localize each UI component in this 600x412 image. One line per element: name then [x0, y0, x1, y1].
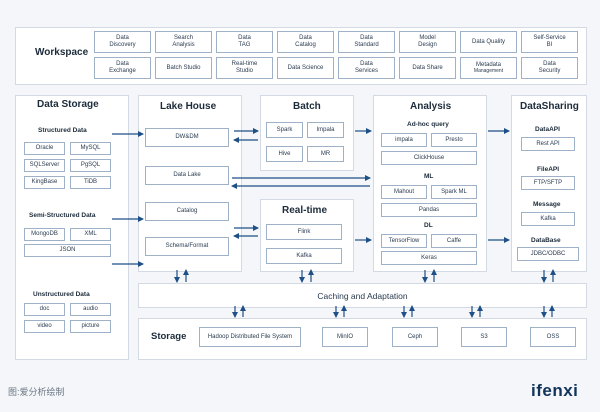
adhoc-impala: impala	[381, 133, 427, 147]
ml-title: ML	[424, 173, 434, 180]
database-title: DataBase	[531, 237, 561, 244]
unstructured-item: video	[24, 320, 65, 333]
realtime-title: Real-time	[282, 205, 328, 216]
structured-item: SQLServer	[24, 159, 65, 172]
workspace-tile: Batch Studio	[155, 57, 212, 79]
storage-s3: S3	[461, 327, 507, 347]
structured-item: PgSQL	[70, 159, 111, 172]
storage-oss: OSS	[530, 327, 576, 347]
unstructured-data-title: Unstructured Data	[33, 291, 90, 298]
semi-item: XML	[70, 228, 111, 241]
structured-data-title: Structured Data	[38, 127, 87, 134]
lake-house-catalog: Catalog	[145, 202, 229, 221]
message-title: Message	[533, 201, 561, 208]
ifenxi-logo: ifenxi	[531, 381, 579, 400]
adhoc-presto: Presto	[431, 133, 477, 147]
batch-spark: Spark	[266, 122, 303, 138]
workspace-title: Workspace	[35, 47, 89, 58]
footer-caption: 图:爱分析绘制	[8, 387, 65, 397]
dl-title: DL	[424, 222, 433, 229]
structured-item: MySQL	[70, 142, 111, 155]
storage-title: Storage	[151, 331, 187, 342]
analysis-title: Analysis	[410, 101, 452, 112]
datasharing-title: DataSharing	[520, 101, 579, 112]
lake-house-title: Lake House	[160, 101, 217, 112]
unstructured-item: picture	[70, 320, 111, 333]
unstructured-item: audio	[70, 303, 111, 316]
semi-item: MongoDB	[24, 228, 65, 241]
workspace-tile: Data Share	[399, 57, 456, 79]
data-storage-title: Data Storage	[37, 99, 99, 110]
storage-hdfs: Hadoop Distributed File System	[199, 327, 301, 347]
ml-mahout: Mahout	[381, 185, 427, 199]
structured-item: TiDB	[70, 176, 111, 189]
realtime-kafka: Kafka	[266, 248, 342, 264]
adhoc-clickhouse: ClickHouse	[381, 151, 477, 165]
lake-house-schema-format: Schema/Format	[145, 237, 229, 256]
adhoc-query-title: Ad-hoc query	[407, 121, 449, 128]
dl-keras: Keras	[381, 251, 477, 265]
fileapi-title: FileAPI	[537, 166, 560, 173]
database-jdbc-odbc: JDBC/ODBC	[517, 247, 579, 261]
ml-spark-ml: Spark ML	[431, 185, 477, 199]
semi-item: JSON	[24, 244, 111, 257]
dl-caffe: Caffe	[431, 234, 477, 248]
caching-panel: Caching and Adaptation	[138, 283, 587, 308]
caching-label: Caching and Adaptation	[317, 290, 408, 301]
fileapi-ftp: FTP/SFTP	[521, 176, 575, 190]
structured-item: KingBase	[24, 176, 65, 189]
storage-minio: MinIO	[322, 327, 368, 347]
unstructured-item: doc	[24, 303, 65, 316]
batch-impala: Impala	[307, 122, 344, 138]
workspace-tile: Data Science	[277, 57, 334, 79]
semi-structured-data-title: Semi-Structured Data	[29, 212, 96, 219]
structured-item: Oracle	[24, 142, 65, 155]
ml-pandas: Pandas	[381, 203, 477, 217]
dataapi-title: DataAPI	[535, 126, 560, 133]
dl-tensorflow: TensorFlow	[381, 234, 427, 248]
workspace-tile: Data Quality	[460, 31, 517, 53]
dataapi-rest-api: Rest API	[521, 137, 575, 151]
batch-hive: Hive	[266, 146, 303, 162]
message-kafka: Kafka	[521, 212, 575, 226]
batch-mr: MR	[307, 146, 344, 162]
batch-title: Batch	[293, 101, 321, 112]
storage-ceph: Ceph	[392, 327, 438, 347]
lake-house-dw-dm: DW&DM	[145, 128, 229, 147]
realtime-flink: Flink	[266, 224, 342, 240]
lake-house-data-lake: Data Lake	[145, 166, 229, 185]
